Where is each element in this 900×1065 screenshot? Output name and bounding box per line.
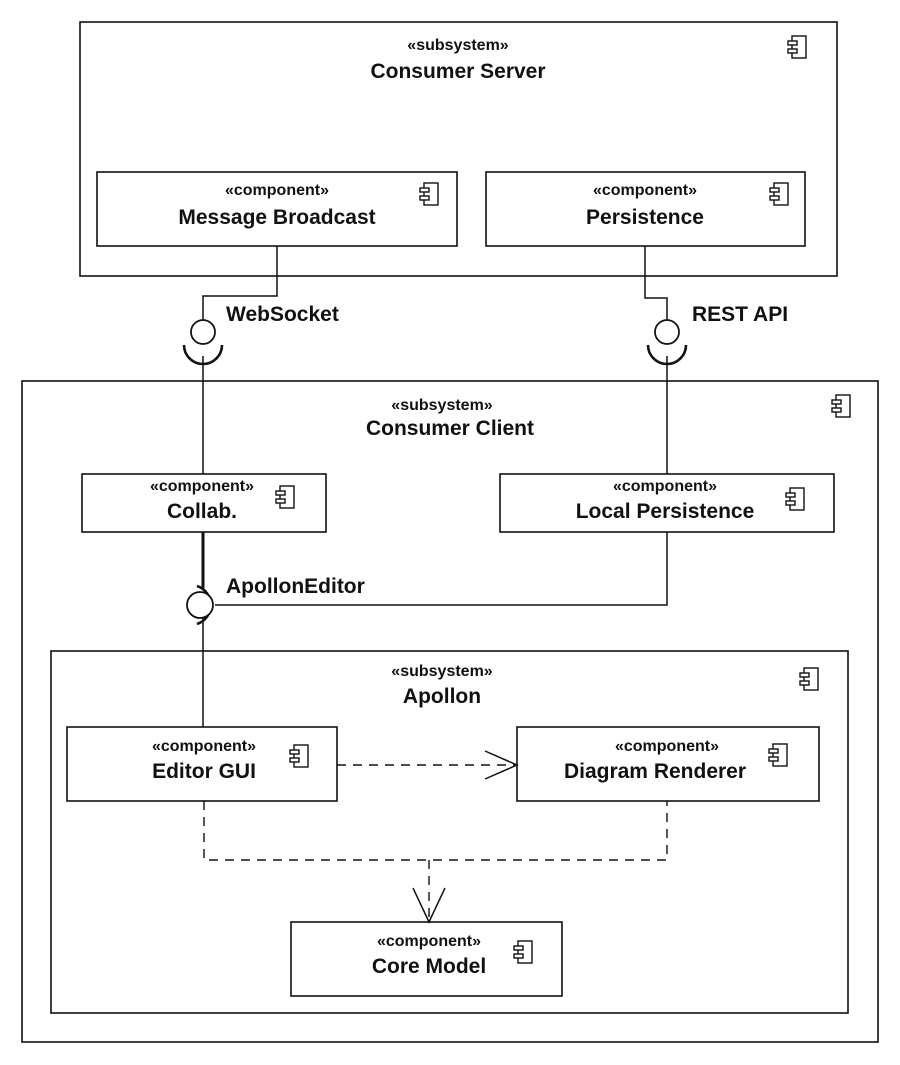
interface-label-rest-api: REST API (692, 303, 788, 326)
interface-label-websocket: WebSocket (226, 303, 339, 326)
lollipop-icon (190, 319, 216, 345)
component-title-persistence: Persistence (586, 206, 704, 229)
dependency-editor-to-renderer (337, 750, 519, 780)
component-title-collab: Collab. (167, 500, 237, 523)
connector-apollon-editor: ApollonEditor (186, 532, 668, 727)
arrowhead-icon (412, 887, 446, 924)
connector-websocket: WebSocket (182, 246, 339, 474)
component-stereotype: «component» (593, 182, 697, 199)
component-title-core-model: Core Model (372, 955, 486, 978)
subsystem-stereotype: «subsystem» (407, 37, 508, 54)
subsystem-stereotype: «subsystem» (391, 663, 492, 680)
lollipop-icon (186, 591, 214, 619)
component-stereotype: «component» (225, 182, 329, 199)
component-local-persistence[interactable]: «component» Local Persistence (499, 473, 835, 533)
socket-icon (182, 344, 224, 366)
component-stereotype: «component» (377, 933, 481, 950)
component-stereotype: «component» (613, 478, 717, 495)
subsystem-title-consumer-client: Consumer Client (366, 417, 534, 440)
component-stereotype: «component» (150, 478, 254, 495)
component-title-diagram-renderer: Diagram Renderer (564, 760, 746, 783)
component-message-broadcast[interactable]: «component» Message Broadcast (96, 171, 458, 247)
socket-icon (646, 344, 688, 366)
connector-rest-api: REST API (644, 246, 788, 474)
component-collab[interactable]: «component» Collab. (81, 473, 327, 533)
component-title-message-broadcast: Message Broadcast (178, 206, 375, 229)
component-core-model[interactable]: «component» Core Model (290, 921, 563, 997)
component-title-local-persistence: Local Persistence (576, 500, 755, 523)
component-diagram-renderer[interactable]: «component» Diagram Renderer (516, 726, 820, 802)
subsystem-title-consumer-server: Consumer Server (370, 60, 545, 83)
component-editor-gui[interactable]: «component» Editor GUI (66, 726, 338, 802)
component-title-editor-gui: Editor GUI (152, 760, 256, 783)
lollipop-icon (654, 319, 680, 345)
component-persistence[interactable]: «component» Persistence (485, 171, 806, 247)
component-stereotype: «component» (152, 738, 256, 755)
interface-label-apollon-editor: ApollonEditor (226, 575, 365, 598)
subsystem-title-apollon: Apollon (403, 685, 481, 708)
subsystem-stereotype: «subsystem» (391, 397, 492, 414)
component-stereotype: «component» (615, 738, 719, 755)
arrowhead-icon (484, 750, 519, 780)
dependency-to-core-model (203, 801, 668, 924)
